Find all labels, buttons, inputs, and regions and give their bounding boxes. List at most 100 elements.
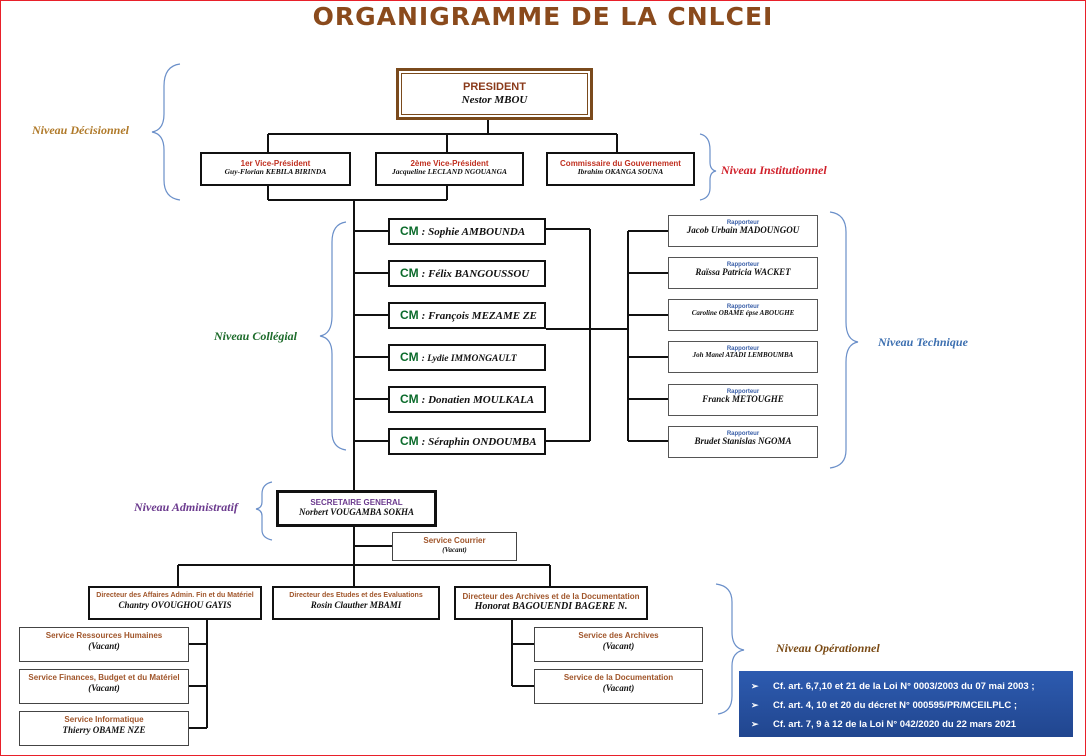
cm-sep: : <box>421 310 426 322</box>
member-name: Lydie IMMONGAULT <box>427 354 517 364</box>
brace-icon <box>829 211 859 469</box>
service-name: (Vacant) <box>88 641 120 651</box>
member-box[interactable]: CM: Félix BANGOUSSOU <box>388 260 546 287</box>
director-title: Directeur des Archives et de la Document… <box>462 592 640 601</box>
vice-name: Jacqueline LECLAND NGOUANGA <box>391 167 507 177</box>
president-name: Nestor MBOU <box>461 93 528 106</box>
director-box[interactable]: Directeur des Archives et de la Document… <box>454 586 648 620</box>
cm-sep: : <box>421 436 426 448</box>
rapporteur-title: Rapporteur <box>726 346 760 352</box>
cm-label: CM <box>400 266 419 280</box>
brace-icon <box>715 583 745 715</box>
member-name: Séraphin ONDOUMBA <box>428 436 537 448</box>
director-box[interactable]: Directeur des Etudes et des Evaluations … <box>272 586 440 620</box>
rapporteur-title: Rapporteur <box>726 431 760 437</box>
vice-president-2-box[interactable]: 2ème Vice-Président Jacqueline LECLAND N… <box>375 152 524 186</box>
service-courrier-box[interactable]: Service Courrier (Vacant) <box>392 532 517 561</box>
commissaire-box[interactable]: Commissaire du Gouvernement Ibrahim OKAN… <box>546 152 695 186</box>
cm-label: CM <box>400 224 419 238</box>
reference-item: Cf. art. 7, 9 à 12 de la Loi N° 042/2020… <box>773 715 1073 734</box>
service-title: Service de la Documentation <box>563 673 674 682</box>
brace-icon <box>319 221 347 451</box>
rapporteur-title: Rapporteur <box>726 262 760 268</box>
brace-icon <box>255 481 273 541</box>
rapporteur-title: Rapporteur <box>726 220 760 226</box>
cm-label: CM <box>400 350 419 364</box>
member-box[interactable]: CM: Lydie IMMONGAULT <box>388 344 546 371</box>
references-panel: Cf. art. 6,7,10 et 21 de la Loi N° 0003/… <box>739 671 1073 737</box>
cm-sep: : <box>421 226 426 238</box>
level-technique: Niveau Technique <box>878 335 968 349</box>
director-name: Chantry OVOUGHOU GAYIS <box>118 600 232 611</box>
cm-sep: : <box>421 394 426 406</box>
rapporteur-name: Raïssa Patricia WACKET <box>695 267 791 278</box>
rapporteur-title: Rapporteur <box>726 304 760 310</box>
member-box[interactable]: CM: Donatien MOULKALA <box>388 386 546 413</box>
member-name: Félix BANGOUSSOU <box>428 268 530 280</box>
service-title: Service Informatique <box>64 715 144 724</box>
member-name: Sophie AMBOUNDA <box>428 226 526 238</box>
sg-title: SECRETAIRE GENERAL <box>310 498 403 507</box>
member-box[interactable]: CM: Sophie AMBOUNDA <box>388 218 546 245</box>
level-administratif: Niveau Administratif <box>134 500 238 514</box>
rapporteur-name: Caroline OBAME épse ABOUGHE <box>691 309 795 318</box>
cm-sep: : <box>421 354 425 364</box>
service-box[interactable]: Service de la Documentation (Vacant) <box>534 669 703 704</box>
service-title: Service des Archives <box>578 631 659 640</box>
level-decisionnel: Niveau Décisionnel <box>32 123 129 137</box>
service-box[interactable]: Service Informatique Thierry OBAME NZE <box>19 711 189 746</box>
rapporteur-title: Rapporteur <box>726 389 760 395</box>
vice-name: Ibrahim OKANGA SOUNA <box>577 167 664 177</box>
vice-title: Commissaire du Gouvernement <box>560 159 681 168</box>
brace-icon <box>151 63 181 201</box>
president-title: PRESIDENT <box>463 81 526 93</box>
vice-title: 1er Vice-Président <box>240 159 311 168</box>
service-title: Service Ressources Humaines <box>45 631 163 640</box>
reference-item: Cf. art. 4, 10 et 20 du décret N° 000595… <box>773 696 1073 715</box>
vice-title: 2ème Vice-Président <box>410 159 489 168</box>
page-title: ORGANIGRAMME DE LA CNLCEI <box>312 2 774 31</box>
service-name: Thierry OBAME NZE <box>62 725 146 735</box>
level-collegial: Niveau Collégial <box>214 329 297 343</box>
vice-president-1-box[interactable]: 1er Vice-Président Guy-Florian KEBILA BI… <box>200 152 351 186</box>
service-name: (Vacant) <box>442 546 467 554</box>
president-box[interactable]: PRESIDENT Nestor MBOU <box>396 68 593 120</box>
brace-icon <box>699 133 717 201</box>
director-title: Directeur des Etudes et des Evaluations <box>289 592 423 599</box>
cm-sep: : <box>421 268 426 280</box>
service-box[interactable]: Service des Archives (Vacant) <box>534 627 703 662</box>
rapporteur-name: Brudet Stanislas NGOMA <box>694 436 792 447</box>
cm-label: CM <box>400 392 419 406</box>
director-title: Directeur des Affaires Admin. Fin et du … <box>96 592 254 599</box>
cm-label: CM <box>400 308 419 322</box>
rapporteur-name: Jacob Urbain MADOUNGOU <box>686 225 800 236</box>
member-box[interactable]: CM: Séraphin ONDOUMBA <box>388 428 546 455</box>
member-name: François MEZAME ZE <box>428 310 537 322</box>
level-institutionnel: Niveau Institutionnel <box>721 163 827 177</box>
service-title: Service Finances, Budget et du Matériel <box>28 673 180 682</box>
member-box[interactable]: CM: François MEZAME ZE <box>388 302 546 329</box>
service-title: Service Courrier <box>423 536 486 545</box>
service-name: (Vacant) <box>602 641 635 651</box>
sg-name: Norbert VOUGAMBA SOKHA <box>298 507 415 518</box>
vice-name: Guy-Florian KEBILA BIRINDA <box>224 167 327 177</box>
director-name: Rosin Clauther MBAMI <box>310 600 402 611</box>
service-box[interactable]: Service Ressources Humaines (Vacant) <box>19 627 189 662</box>
director-box[interactable]: Directeur des Affaires Admin. Fin et du … <box>88 586 262 620</box>
service-name: (Vacant) <box>88 683 120 693</box>
member-name: Donatien MOULKALA <box>428 394 535 406</box>
rapporteur-name: Franck METOUGHE <box>702 394 784 405</box>
service-box[interactable]: Service Finances, Budget et du Matériel … <box>19 669 189 704</box>
rapporteur-name: Joh Manel ATADI LEMBOUMBA <box>692 351 794 360</box>
cm-label: CM <box>400 434 419 448</box>
level-operationnel: Niveau Opérationnel <box>776 641 880 655</box>
director-name: Honorat BAGOUENDI BAGERE N. <box>474 601 628 613</box>
secretaire-general-box[interactable]: SECRETAIRE GENERAL Norbert VOUGAMBA SOKH… <box>276 490 437 527</box>
